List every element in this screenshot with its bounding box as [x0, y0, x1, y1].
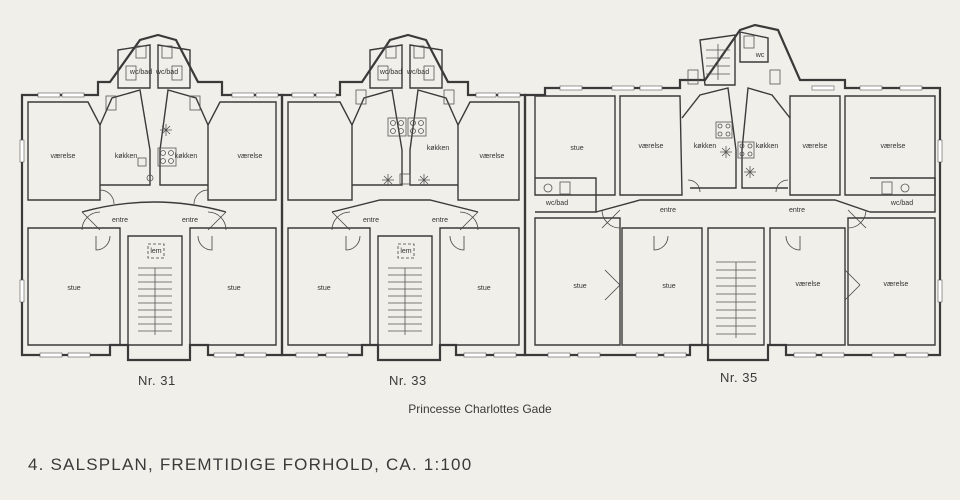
room-label: entre: [789, 207, 805, 214]
room-label: værelse: [803, 143, 828, 150]
room-label: wc/bad: [545, 200, 568, 207]
room-label: køkken: [115, 153, 138, 160]
room-label: wc/bad: [155, 69, 178, 76]
room-labels-nr31: værelse køkken køkken værelse wc/bad wc/…: [51, 69, 263, 292]
building-outline-nr31: [20, 33, 284, 362]
room-label: entre: [112, 217, 128, 224]
room-label: køkken: [694, 143, 717, 150]
room-label: værelse: [881, 143, 906, 150]
interior-nr35: [534, 31, 936, 346]
building-number-nr31: Nr. 31: [138, 373, 176, 388]
windows: [19, 85, 943, 358]
building-outline-nr35: [523, 23, 942, 362]
room-label: stue: [477, 285, 490, 292]
room-label: køkken: [427, 145, 450, 152]
room-labels-nr33: wc/bad wc/bad køkken værelse entre entre…: [317, 69, 504, 292]
room-label: værelse: [796, 281, 821, 288]
room-label: køkken: [175, 153, 198, 160]
room-label: værelse: [884, 281, 909, 288]
room-label: værelse: [51, 153, 76, 160]
drawing-title: 4. SALSPLAN, FREMTIDIGE FORHOLD, CA. 1:1…: [28, 455, 473, 474]
room-label: wc/bad: [129, 69, 152, 76]
building-number-nr33: Nr. 33: [389, 373, 427, 388]
street-name: Princesse Charlottes Gade: [408, 402, 552, 416]
interior-nr33: [287, 44, 520, 346]
room-label: wc/bad: [379, 69, 402, 76]
building-outline-nr33: [280, 33, 527, 362]
room-label: værelse: [480, 153, 505, 160]
room-label: stue: [662, 283, 675, 290]
room-label: køkken: [756, 143, 779, 150]
interior-nr31: [27, 44, 277, 346]
room-label: værelse: [639, 143, 664, 150]
room-label: wc/bad: [890, 200, 913, 207]
room-label: lem: [400, 248, 411, 255]
room-label: lem: [150, 248, 161, 255]
room-label: entre: [363, 217, 379, 224]
room-label: wc/bad: [406, 69, 429, 76]
room-label: stue: [67, 285, 80, 292]
room-labels-nr35: stue værelse køkken køkken værelse værel…: [545, 52, 913, 290]
room-label: værelse: [238, 153, 263, 160]
room-label: entre: [432, 217, 448, 224]
room-label: stue: [573, 283, 586, 290]
building-number-nr35: Nr. 35: [720, 370, 758, 385]
room-label: entre: [660, 207, 676, 214]
room-label: stue: [317, 285, 330, 292]
room-label: stue: [570, 145, 583, 152]
room-label: entre: [182, 217, 198, 224]
room-label: stue: [227, 285, 240, 292]
room-label: wc: [755, 52, 765, 59]
